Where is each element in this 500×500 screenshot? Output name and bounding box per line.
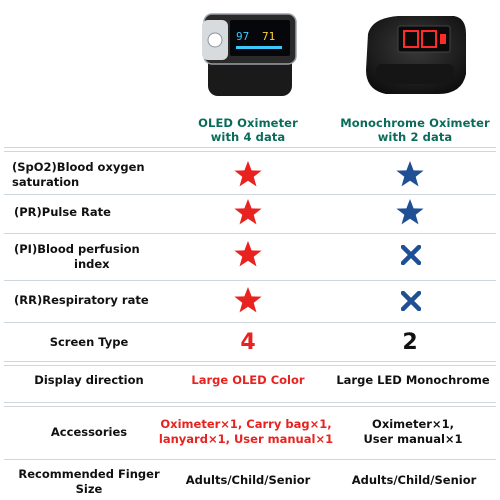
oled-screen-pulse: 71 bbox=[262, 30, 275, 43]
row-separator bbox=[4, 194, 496, 195]
screen-type-oled-value: 4 bbox=[240, 330, 256, 355]
row-separator bbox=[4, 402, 496, 407]
column-header-oled-line2: with 4 data bbox=[210, 130, 286, 144]
x-icon bbox=[401, 245, 421, 265]
row-label-pi: (PI)Blood perfusion index bbox=[14, 242, 184, 272]
x-icon bbox=[401, 291, 421, 311]
row-label-pr: (PR)Pulse Rate bbox=[14, 205, 111, 219]
star-icon bbox=[396, 199, 424, 225]
accessories-mono-value: Oximeter×1, User manual×1 bbox=[338, 417, 488, 447]
row-label-spo2-line1: (SpO2)Blood oxygen bbox=[12, 160, 145, 174]
row-separator bbox=[4, 361, 496, 366]
column-header-mono: Monochrome Oximeter with 2 data bbox=[330, 116, 500, 144]
row-label-pi-line1: (PI)Blood perfusion bbox=[14, 242, 140, 256]
row-label-screen-type: Screen Type bbox=[49, 335, 129, 349]
monochrome-oximeter-image bbox=[366, 16, 466, 94]
star-icon bbox=[234, 241, 262, 267]
star-icon bbox=[234, 199, 262, 225]
row-label-spo2: (SpO2)Blood oxygen saturation bbox=[12, 160, 182, 190]
row-separator bbox=[4, 459, 496, 460]
accessories-oled-line2: lanyard×1, User manual×1 bbox=[158, 432, 334, 446]
row-separator bbox=[4, 147, 496, 152]
display-mono-value: Large LED Monochrome bbox=[336, 373, 490, 387]
column-header-oled-line1: OLED Oximeter bbox=[198, 116, 298, 130]
row-label-accessories: Accessories bbox=[50, 425, 128, 439]
column-header-mono-line1: Monochrome Oximeter bbox=[340, 116, 490, 130]
accessories-oled-line1: Oximeter×1, Carry bag×1, bbox=[160, 417, 332, 431]
star-icon bbox=[396, 161, 424, 187]
finger-oled-value: Adults/Child/Senior bbox=[185, 473, 311, 487]
column-header-mono-line2: with 2 data bbox=[377, 130, 453, 144]
row-label-rr: (RR)Respiratory rate bbox=[14, 293, 149, 307]
display-oled-value: Large OLED Color bbox=[191, 373, 305, 387]
row-label-pi-line2: index bbox=[74, 257, 110, 271]
oled-screen-spo2: 97 bbox=[236, 30, 249, 43]
accessories-mono-line2: User manual×1 bbox=[363, 432, 463, 446]
column-header-oled: OLED Oximeter with 4 data bbox=[178, 116, 318, 144]
oled-oximeter-image: 97 71 bbox=[202, 13, 297, 96]
star-icon bbox=[234, 161, 262, 187]
accessories-oled-value: Oximeter×1, Carry bag×1, lanyard×1, User… bbox=[158, 417, 334, 447]
row-label-finger-line2: Size bbox=[75, 482, 103, 496]
row-label-finger-size: Recommended Finger Size bbox=[4, 467, 174, 497]
accessories-mono-line1: Oximeter×1, bbox=[372, 417, 454, 431]
row-label-finger-line1: Recommended Finger bbox=[18, 467, 160, 481]
star-icon bbox=[234, 287, 262, 313]
row-separator bbox=[4, 233, 496, 234]
finger-mono-value: Adults/Child/Senior bbox=[351, 473, 477, 487]
row-separator bbox=[4, 280, 496, 281]
screen-type-mono-value: 2 bbox=[402, 330, 418, 355]
row-label-spo2-line2: saturation bbox=[12, 175, 80, 189]
row-separator bbox=[4, 322, 496, 323]
row-label-display-direction: Display direction bbox=[34, 373, 144, 387]
